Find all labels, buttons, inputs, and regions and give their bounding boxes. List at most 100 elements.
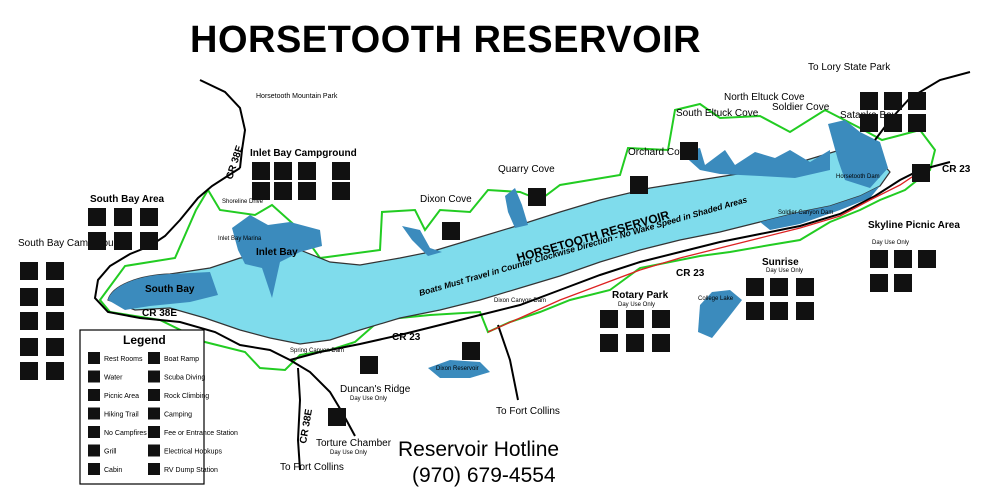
label-south-eltuck-cove: South Eltuck Cove: [676, 108, 759, 119]
legend-item-label: Water: [104, 375, 123, 382]
camping-icon: [148, 407, 160, 420]
rock-climbing-icon: [148, 389, 160, 401]
restroom-icon: [88, 352, 100, 364]
legend-item-label: Camping: [164, 412, 192, 419]
electrical-icon: [148, 444, 160, 457]
road-label-cr23-middle: CR 23: [676, 268, 705, 279]
rv-dump-icon: [148, 463, 160, 475]
label-college-lake: College Lake: [698, 296, 734, 302]
legend-title: Legend: [123, 333, 166, 347]
legend-item-label: Grill: [104, 449, 117, 456]
icons-rotary-park: [600, 310, 670, 352]
icons-satanka-bay: [860, 92, 926, 132]
label-soldier-cove: Soldier Cove: [772, 102, 830, 113]
icons-quarry-cove: [528, 188, 546, 206]
grill-icon: [88, 444, 100, 457]
road-cr38e: [93, 167, 356, 437]
inlet-bay-water: [232, 215, 322, 298]
hotline-phone: (970) 679-4554: [412, 464, 556, 487]
label-torture-day-use: Day Use Only: [330, 450, 367, 456]
icons-cr23-east: [912, 164, 930, 182]
label-north-eltuck-cove: North Eltuck Cove: [724, 92, 805, 103]
road-fort-collins-1: [296, 367, 302, 471]
legend-item-label: Picnic Area: [104, 393, 139, 400]
icons-dixon-reservoir: [462, 342, 480, 360]
label-south-bay-area: South Bay Area: [90, 194, 165, 205]
label-shoreline-drive: Shoreline Drive: [222, 199, 264, 205]
label-sunrise-day-use: Day Use Only: [766, 268, 803, 274]
icons-south-bay-campground: [20, 262, 64, 380]
south-bay-water: [108, 272, 218, 310]
dixon-reservoir-water: [428, 360, 490, 378]
label-skyline-day-use: Day Use Only: [872, 240, 909, 246]
legend-item-label: Hiking Trail: [104, 412, 139, 419]
legend-item-label: Rest Rooms: [104, 356, 143, 363]
label-horsetooth-mountain-park: Horsetooth Mountain Park: [256, 93, 338, 100]
water-icon: [88, 370, 100, 383]
label-sunrise: Sunrise: [762, 257, 799, 268]
label-skyline-picnic: Skyline Picnic Area: [868, 220, 960, 231]
south-bay-label: South Bay: [145, 284, 195, 295]
quarry-cove-water: [505, 188, 528, 228]
icons-torture-chamber: [328, 408, 346, 426]
label-to-fort-collins-2: To Fort Collins: [496, 406, 560, 417]
label-dixon-canyon-dam: Dixon Canyon Dam: [494, 298, 546, 304]
road-fort-collins-2: [497, 324, 519, 401]
legend-item-label: RV Dump Station: [164, 467, 218, 474]
eltuck-coves-water: [680, 148, 830, 178]
legend-box: [79, 329, 205, 485]
no-campfire-icon: [88, 426, 100, 438]
label-rotary-day-use: Day Use Only: [618, 302, 655, 308]
label-horsetooth-dam: Horsetooth Dam: [836, 174, 880, 180]
satanka-bay-water: [828, 120, 888, 188]
label-soldier-canyon-dam: Soldier Canyon Dam: [778, 210, 833, 216]
label-dixon-cove: Dixon Cove: [420, 194, 472, 205]
icons-sunrise: [746, 278, 814, 320]
icons-south-bay-area: [88, 208, 158, 250]
road-label-cr38e-north: CR 38E: [224, 144, 245, 181]
label-inlet-bay-campground: Inlet Bay Campground: [250, 148, 357, 159]
cabin-icon: [88, 463, 100, 475]
label-torture-chamber: Torture Chamber: [316, 438, 392, 449]
road-label-cr23-east: CR 23: [942, 164, 971, 175]
label-rotary-park: Rotary Park: [612, 290, 669, 301]
legend-item-label: Boat Ramp: [164, 356, 199, 363]
label-orchard-cove: Orchard Cove: [628, 147, 691, 158]
label-duncans-day-use: Day Use Only: [350, 396, 387, 402]
label-south-bay-campground: South Bay Campground: [18, 238, 125, 249]
road-label-cr38e-southeast: CR 38E: [298, 408, 315, 445]
road-north: [199, 79, 247, 169]
icons-orchard-cove: [630, 176, 648, 194]
icons-inlet-bay-campground: [252, 162, 350, 200]
road-label-cr38e-south: CR 38E: [142, 308, 177, 319]
road-label-cr23-west: CR 23: [392, 332, 421, 343]
road-cr23: [289, 161, 951, 361]
legend-item-label: Fee or Entrance Station: [164, 430, 238, 437]
legend-item-label: Cabin: [104, 467, 122, 474]
legend-item-label: Rock Climbing: [164, 393, 209, 400]
icons-south-eltuck-cove: [680, 142, 698, 160]
map-title: HORSETOOTH RESERVOIR: [190, 19, 701, 61]
label-spring-canyon-dam: Spring Canyon Dam: [290, 348, 344, 354]
legend-item-label: No Campfires: [104, 430, 147, 437]
scuba-icon: [148, 370, 160, 383]
hiking-icon: [88, 407, 100, 420]
label-quarry-cove: Quarry Cove: [498, 164, 555, 175]
legend-item-label: Scuba Diving: [164, 375, 205, 382]
label-inlet-bay-marina: Inlet Bay Marina: [218, 236, 262, 242]
college-lake: [698, 290, 742, 338]
legend-item-label: Electrical Hookups: [164, 449, 222, 456]
hotline-label: Reservoir Hotline: [398, 438, 559, 461]
dixon-cove-water: [402, 226, 442, 256]
icons-dixon-cove: [442, 222, 460, 240]
label-dixon-reservoir: Dixon Reservoir: [436, 366, 479, 372]
icons-skyline: [870, 250, 936, 292]
picnic-icon: [88, 389, 100, 401]
fee-station-icon: [148, 426, 160, 438]
icons-duncans-ridge: [360, 356, 378, 374]
label-duncans-ridge: Duncan's Ridge: [340, 384, 411, 395]
dam-shade-water: [760, 186, 880, 230]
